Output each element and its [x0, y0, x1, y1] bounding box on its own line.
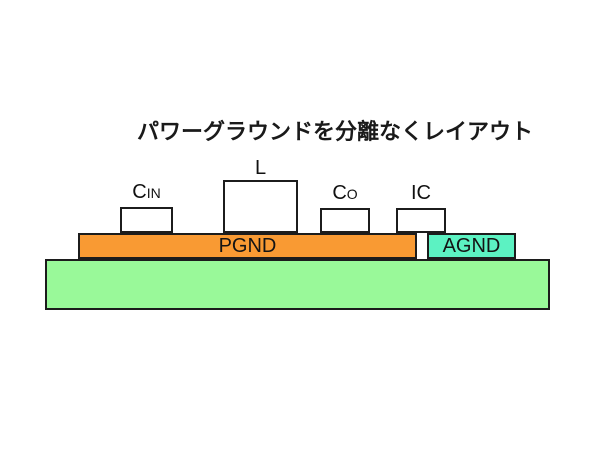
inductor-label: L — [223, 158, 298, 178]
ic-label: IC — [396, 183, 446, 203]
co-capacitor-box — [320, 208, 370, 233]
pgnd-plane: PGND — [78, 233, 417, 259]
co-label: CO — [320, 183, 370, 204]
inductor-label-main: L — [254, 157, 267, 179]
agnd-plane: AGND — [427, 233, 516, 259]
ic-chip-box — [396, 208, 446, 233]
co-label-sub: O — [346, 186, 358, 202]
ic-label-main: IC — [411, 182, 431, 204]
diagram-title: パワーグラウンドを分離なくレイアウト — [136, 119, 533, 144]
cin-capacitor-box — [120, 207, 173, 233]
pcb-board — [45, 259, 550, 310]
agnd-label: AGND — [442, 234, 501, 257]
co-label-main: C — [332, 182, 347, 204]
cin-label: CIN — [120, 182, 173, 203]
cin-label-sub: IN — [146, 185, 161, 201]
pgnd-label: PGND — [218, 234, 277, 257]
inductor-box — [223, 180, 298, 233]
cin-label-main: C — [132, 181, 147, 203]
